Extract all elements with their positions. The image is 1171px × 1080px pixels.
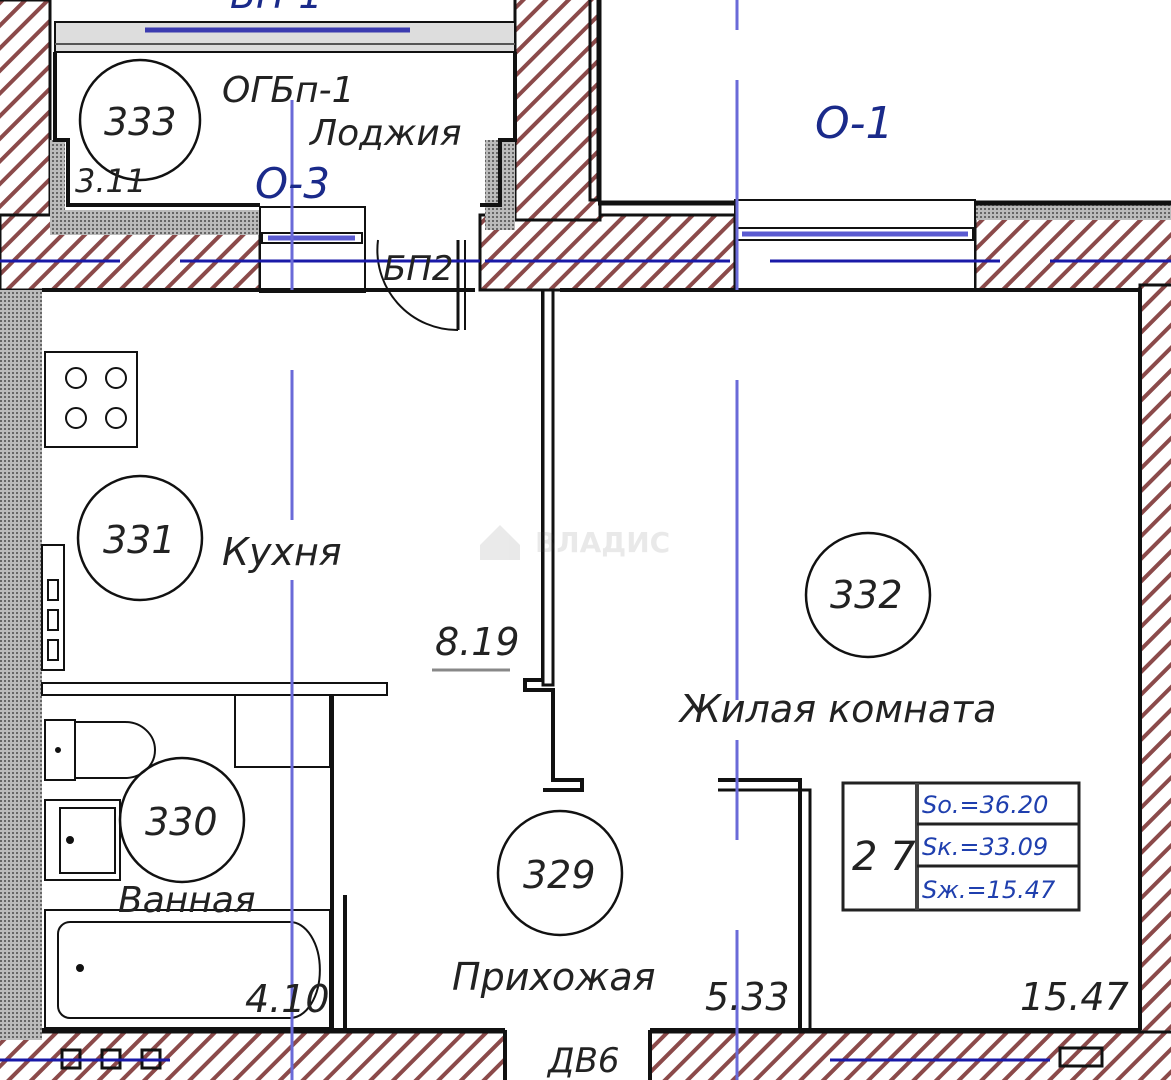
- room-number-333: 333: [104, 100, 177, 144]
- room-number-329: 329: [523, 853, 596, 897]
- room-area-330: 4.10: [245, 977, 330, 1021]
- axis-lines: [0, 259, 1171, 1062]
- insulation: [0, 140, 1171, 1040]
- toilet: [44, 719, 156, 781]
- room-area-329: 5.33: [705, 975, 790, 1019]
- top-cut-label: БП-1: [230, 0, 323, 17]
- room-area-332: 15.47: [1020, 975, 1129, 1019]
- room-number-330: 330: [145, 800, 218, 844]
- living-area: Sж.=15.47: [922, 876, 1056, 904]
- room-marker-330: [118, 756, 246, 884]
- loggia-glazing: [53, 0, 1171, 207]
- balcony-door: [376, 239, 466, 332]
- interior-walls: [41, 288, 1142, 1080]
- room-marker-331: [76, 474, 204, 602]
- room-name-333: Лоджия: [308, 113, 461, 154]
- entrance-door-label: ДВ6: [546, 1041, 620, 1080]
- room-marker-333: [78, 58, 202, 182]
- balcony-door-label: БП2: [383, 249, 454, 289]
- bathtub: [44, 909, 331, 1029]
- kitchen-window: [259, 206, 366, 293]
- room-marker-329: [496, 809, 624, 937]
- room-number-331: 331: [103, 518, 176, 562]
- svg-text:ВЛАДИС: ВЛАДИС: [535, 526, 670, 559]
- sink: [44, 799, 121, 881]
- room-name-332: Жилая комната: [678, 687, 997, 731]
- axis-label-o3: О-3: [255, 159, 330, 208]
- room-window: [734, 199, 976, 291]
- radiator: [41, 544, 65, 671]
- room-area-331: 8.19: [435, 620, 520, 664]
- apartment-summary-table: 2 7 So.=36.20 Sк.=33.09 Sж.=15.47: [841, 781, 1081, 912]
- loggia-window-mark: ОГБп-1: [222, 70, 355, 111]
- room-marker-332: [804, 531, 932, 659]
- apartment-area: Sк.=33.09: [922, 833, 1048, 861]
- room-name-329: Прихожая: [452, 955, 656, 999]
- kitchen-counter: [234, 694, 331, 768]
- total-area: So.=36.20: [922, 791, 1048, 819]
- axis-label-o1: О-1: [815, 98, 894, 149]
- room-name-331: Кухня: [222, 530, 342, 574]
- room-area-333: 3.11: [75, 162, 146, 200]
- stove: [44, 351, 138, 448]
- room-number-332: 332: [830, 573, 903, 617]
- room-name-330: Ванная: [118, 880, 256, 921]
- axis-verticals: [290, 0, 739, 1080]
- watermark: ВЛАДИС: [480, 525, 670, 560]
- house-icon: [480, 525, 520, 560]
- apartment-number: 2 7: [852, 834, 916, 880]
